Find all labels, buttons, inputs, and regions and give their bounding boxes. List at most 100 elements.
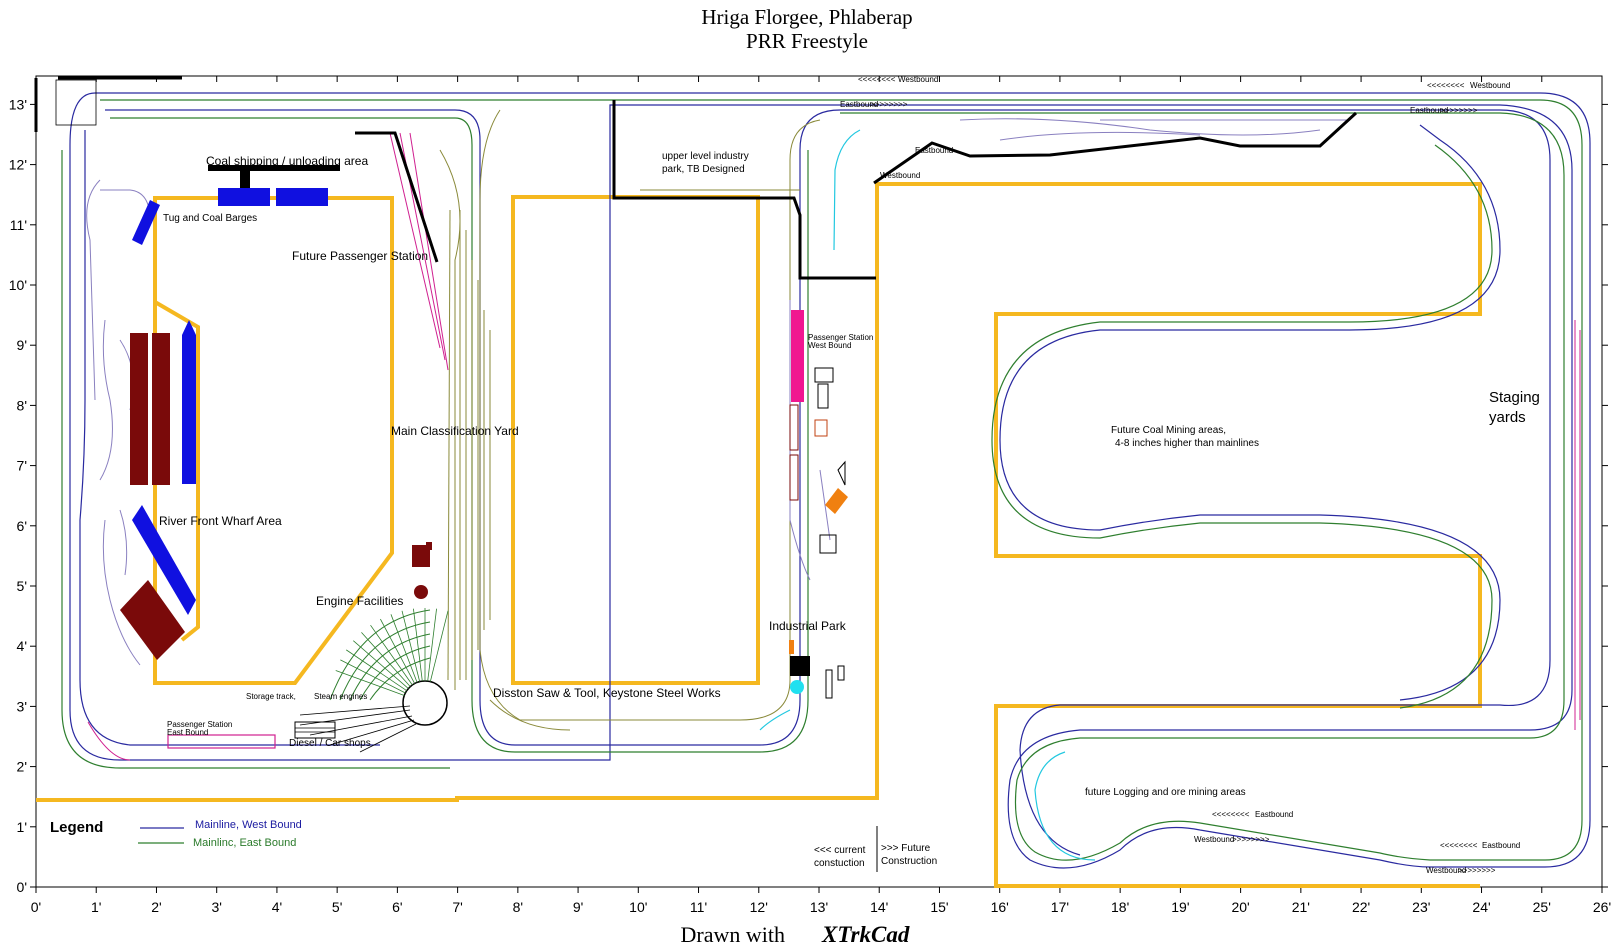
coal-barge-1 [218, 188, 270, 206]
svg-text:<<<<<<<<: <<<<<<<< [858, 75, 896, 84]
x-tick-label: 3' [211, 899, 221, 915]
label-coal-mining-1: Future Coal Mining areas, [1111, 425, 1226, 436]
label-future-1: >>> Future [881, 843, 931, 854]
x-tick-label: 8' [513, 899, 523, 915]
svg-text:>>>>>>>>: >>>>>>>> [1458, 866, 1496, 875]
label-logging: future Logging and ore mining areas [1085, 787, 1246, 798]
label-river-wharf: River Front Wharf Area [159, 514, 282, 528]
eb-marker-1: Eastbound [840, 100, 878, 109]
x-tick-label: 16' [991, 899, 1009, 915]
wb-marker-2: Westbound [1470, 81, 1510, 90]
label-staging-2: yards [1489, 409, 1526, 426]
turntable-stall-track [361, 632, 411, 687]
benchwork-outline [36, 182, 1482, 888]
plan-title: Hriga Florgee, Phlaberap [701, 5, 912, 29]
y-tick-label: 8' [17, 397, 27, 413]
wharf-barge-2 [132, 505, 196, 615]
direction-markers: Westbound <<<<<<<< Eastbound >>>>>>>> We… [840, 75, 1520, 875]
industry-black-building [790, 656, 810, 676]
area-labels: Coal shipping / unloading area Tug and C… [159, 151, 1540, 872]
eb-marker-2: Eastbound [1410, 106, 1448, 115]
wb-marker-5: Westbound [1426, 866, 1466, 875]
x-tick-label: 6' [392, 899, 402, 915]
legend: Legend Mainline, West Bound Mainlinc, Ea… [50, 819, 302, 849]
y-tick-label: 3' [17, 698, 27, 714]
wb-marker-1: Westbound [898, 75, 938, 84]
label-passenger-east-2: East Bound [167, 728, 208, 737]
y-tick-label: 12' [9, 157, 27, 173]
wharf-warehouse-3 [120, 580, 185, 660]
eb-marker-5: Eastbound [1482, 841, 1520, 850]
x-tick-label: 15' [930, 899, 948, 915]
wb-marker-4: Westbound [1194, 835, 1234, 844]
x-tick-label: 2' [151, 899, 161, 915]
mainline-east-bound [61, 99, 1583, 861]
x-tick-label: 5' [332, 899, 342, 915]
x-tick-label: 14' [870, 899, 888, 915]
industry-orange-building [825, 488, 848, 514]
x-tick-label: 12' [750, 899, 768, 915]
turntable-stall-track [427, 608, 437, 682]
legend-title: Legend [50, 819, 103, 836]
svg-text:<<<<<<<<: <<<<<<<< [1212, 810, 1250, 819]
x-tick-label: 1' [91, 899, 101, 915]
turntable-stall-track [370, 624, 413, 686]
mainline-west-bound [69, 92, 1591, 869]
legend-west-label: Mainline, West Bound [195, 819, 302, 831]
label-steam-engines: Steam engines [314, 692, 367, 701]
wharf-barge-1 [182, 320, 196, 484]
x-tick-label: 7' [452, 899, 462, 915]
legend-east-label: Mainlinc, East Bound [193, 837, 296, 849]
y-tick-label: 4' [17, 638, 27, 654]
turntable-stall-track [390, 614, 418, 683]
passenger-station-eastbound [167, 734, 276, 749]
x-tick-label: 22' [1352, 899, 1370, 915]
x-axis: 0'1'2'3'4'5'6'7'8'9'10'11'12'13'14'15'16… [31, 76, 1611, 915]
y-tick-label: 2' [17, 759, 27, 775]
label-industrial-park: Industrial Park [769, 619, 847, 633]
x-tick-label: 21' [1292, 899, 1310, 915]
svg-text:>>>>>>>>: >>>>>>>> [870, 100, 908, 109]
label-storage-track: Storage track, [246, 692, 296, 701]
label-future-2: Construction [881, 856, 937, 867]
y-tick-label: 9' [17, 337, 27, 353]
label-tug-barges: Tug and Coal Barges [163, 213, 257, 224]
x-tick-label: 10' [629, 899, 647, 915]
credit-prefix: Drawn with [681, 922, 785, 947]
x-tick-label: 0' [31, 899, 41, 915]
passenger-station-westbound [791, 310, 804, 402]
svg-text:<<<<<<<<: <<<<<<<< [1440, 841, 1478, 850]
cyan-marker [790, 680, 804, 694]
turntable-stall-track [429, 610, 449, 682]
eb-marker-3: Eastbound [915, 146, 953, 155]
label-current-2: constuction [814, 858, 865, 869]
wharf-warehouse-2 [152, 333, 170, 485]
turntable-stall-track [401, 610, 421, 682]
y-tick-label: 11' [10, 217, 27, 233]
turntable [402, 680, 448, 726]
x-tick-label: 18' [1111, 899, 1129, 915]
coal-barge-2 [276, 188, 328, 206]
label-diesel-shops: Diesel / Car shops [289, 738, 371, 749]
x-tick-label: 25' [1533, 899, 1551, 915]
svg-text:<<<<<<<<: <<<<<<<< [1427, 81, 1465, 90]
y-tick-label: 6' [17, 518, 27, 534]
label-upper-industry-2: park, TB Designed [662, 164, 745, 175]
x-tick-label: 4' [272, 899, 282, 915]
label-engine-facilities: Engine Facilities [316, 594, 403, 608]
turntable-engine-terminal [294, 608, 449, 753]
x-tick-label: 23' [1412, 899, 1430, 915]
label-passenger-east-1: Passenger Station [167, 720, 232, 729]
x-tick-label: 13' [810, 899, 828, 915]
tug-barge [132, 200, 160, 245]
eb-marker-4: Eastbound [1255, 810, 1293, 819]
turntable-stall-track [346, 649, 407, 692]
y-axis: 0'1'2'3'4'5'6'7'8'9'10'11'12'13' [9, 96, 1608, 895]
wb-marker-3: Westbound [880, 171, 920, 180]
svg-text:>>>>>>>>: >>>>>>>> [1440, 106, 1478, 115]
coal-tower [240, 168, 250, 188]
label-main-yard: Main Classification Yard [391, 424, 519, 438]
label-current-1: <<< current [814, 845, 866, 856]
y-tick-label: 13' [9, 96, 27, 112]
